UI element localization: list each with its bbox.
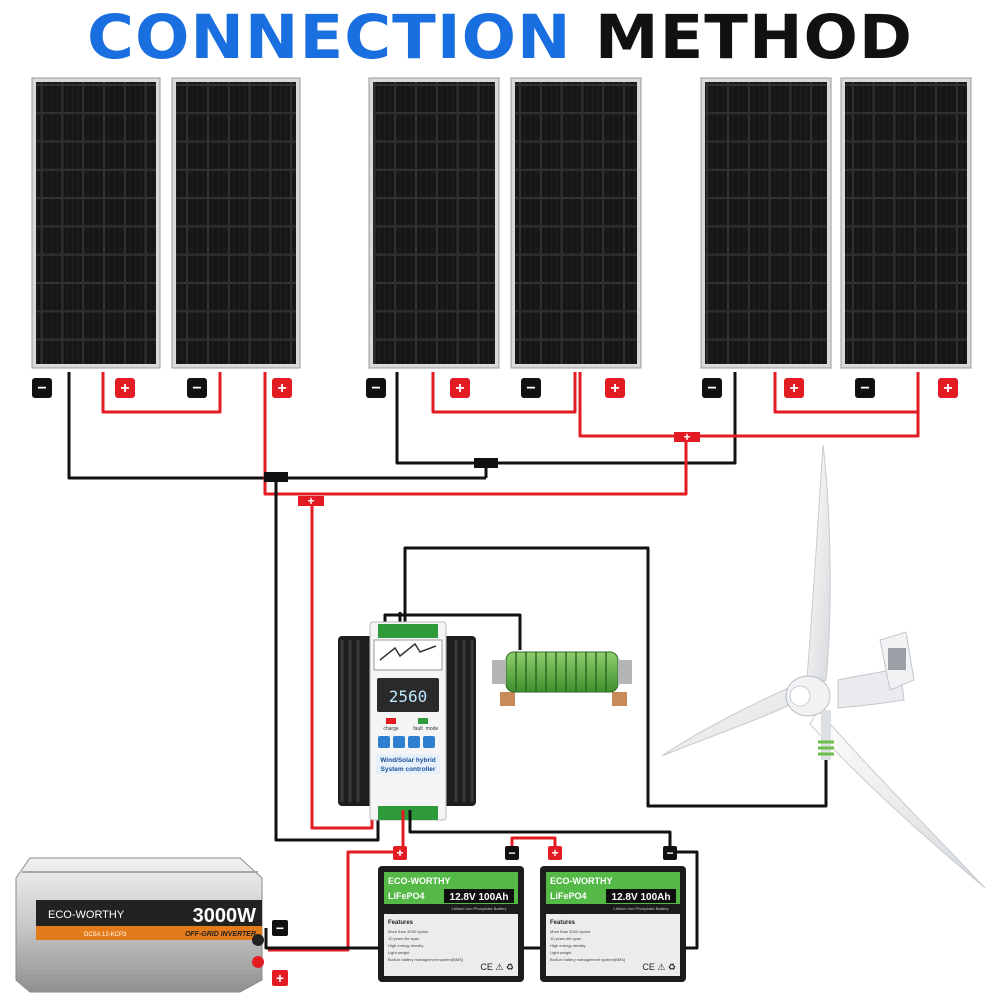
svg-text:+: + (789, 380, 798, 397)
battery-2-negative: − (663, 846, 677, 860)
svg-text:Built-in battery management sy: Built-in battery management system(BMS) (550, 957, 626, 962)
battery-2: ECO-WORTHY LiFePO4 12.8V 100Ah Lithium I… (540, 866, 686, 982)
svg-text:10 years life span: 10 years life span (550, 936, 581, 941)
svg-text:−: − (192, 380, 201, 397)
svg-text:High energy density: High energy density (550, 943, 585, 948)
svg-text:Features: Features (550, 920, 576, 926)
svg-text:More than 3000 cycles: More than 3000 cycles (550, 929, 590, 934)
svg-text:−: − (860, 380, 869, 397)
panel-3-positive: + (450, 378, 470, 398)
inverter: ECO-WORTHY 3000W DCSA 12-KCP3 OFF-GRID I… (15, 857, 264, 993)
battery-wiring (264, 810, 699, 952)
panel-1-negative: − (32, 378, 52, 398)
battery-1-chem: LiFePO4 (388, 891, 425, 901)
battery-1-positive: + (393, 846, 407, 860)
panel-4-negative: − (521, 378, 541, 398)
solar-panel-3 (368, 77, 500, 369)
hybrid-controller: 2560 charge fault mode Wind/Solar hybrid… (338, 621, 476, 821)
solar-panel-2 (171, 77, 301, 369)
panel-4-positive: + (605, 378, 625, 398)
panel-1-positive: + (115, 378, 135, 398)
inverter-terminals: − + (272, 920, 288, 986)
svg-text:Light weight: Light weight (550, 950, 572, 955)
battery-2-brand: ECO-WORTHY (550, 876, 613, 886)
title-word-method: METHOD (594, 2, 914, 74)
inverter-brand: ECO-WORTHY (48, 909, 125, 921)
svg-text:+: + (396, 846, 403, 860)
inverter-positive: + (272, 970, 288, 986)
battery-terminals: + − + − (393, 846, 677, 860)
solar-panel-4 (510, 77, 642, 369)
battery-2-chem: LiFePO4 (550, 891, 587, 901)
svg-text:−: − (37, 380, 46, 397)
svg-text:−: − (508, 846, 515, 860)
panel-6-positive: + (938, 378, 958, 398)
svg-text:−: − (371, 380, 380, 397)
panel-wiring (67, 372, 920, 842)
svg-text:+: + (683, 430, 690, 444)
svg-text:−: − (526, 380, 535, 397)
svg-text:+: + (943, 380, 952, 397)
svg-text:mode: mode (426, 726, 439, 732)
svg-text:More than 3000 cycles: More than 3000 cycles (388, 929, 428, 934)
title-word-connection: CONNECTION (86, 2, 572, 74)
solar-panel-5 (700, 77, 832, 369)
panel-3-negative: − (366, 378, 386, 398)
solar-panel-1 (31, 77, 161, 369)
svg-text:−: − (276, 920, 284, 936)
svg-text:+: + (610, 380, 619, 397)
battery-1: ECO-WORTHY LiFePO4 12.8V 100Ah Lithium I… (378, 866, 524, 982)
svg-text:+: + (277, 380, 286, 397)
battery-1-brand: ECO-WORTHY (388, 876, 451, 886)
battery-2-spec: 12.8V 100Ah (612, 892, 671, 903)
svg-text:+: + (551, 846, 558, 860)
svg-text:CE ⚠ ♻: CE ⚠ ♻ (642, 962, 676, 972)
svg-text:charge: charge (383, 726, 399, 732)
terminal-badges: − + − + − + − + − + − + (32, 378, 958, 398)
svg-text:CE ⚠ ♻: CE ⚠ ♻ (480, 962, 514, 972)
panel-5-negative: − (702, 378, 722, 398)
svg-text:fault: fault (413, 726, 423, 732)
controller-buttons[interactable] (378, 736, 435, 748)
inverter-power: 3000W (193, 905, 256, 927)
svg-text:+: + (276, 970, 284, 986)
svg-text:OFF-GRID INVERTER: OFF-GRID INVERTER (185, 931, 256, 938)
svg-text:Features: Features (388, 920, 414, 926)
svg-text:10 years life span: 10 years life span (388, 936, 419, 941)
svg-text:Built-in battery management sy: Built-in battery management system(BMS) (388, 957, 464, 962)
branch-connectors: + + (264, 430, 700, 508)
svg-text:−: − (666, 846, 673, 860)
inverter-negative: − (272, 920, 288, 936)
svg-text:DCSA 12-KCP3: DCSA 12-KCP3 (84, 932, 127, 938)
svg-text:Light weight: Light weight (388, 950, 410, 955)
panel-5-positive: + (784, 378, 804, 398)
panel-2-negative: − (187, 378, 207, 398)
svg-text:−: − (707, 380, 716, 397)
svg-text:+: + (455, 380, 464, 397)
page-title: CONNECTION METHOD (0, 4, 1000, 72)
controller-name-line1: Wind/Solar hybrid (380, 757, 436, 764)
panel-2-positive: + (272, 378, 292, 398)
panel-6-negative: − (855, 378, 875, 398)
svg-text:High energy density: High energy density (388, 943, 423, 948)
battery-2-positive: + (548, 846, 562, 860)
svg-text:Lithium Iron Phosphate Battery: Lithium Iron Phosphate Battery (614, 906, 669, 911)
svg-text:+: + (120, 380, 129, 397)
wind-turbine (661, 444, 986, 889)
battery-1-negative: − (505, 846, 519, 860)
controller-display: 2560 (389, 687, 428, 706)
dump-load-resistor (492, 651, 632, 706)
controller-name-line2: System controller (381, 766, 436, 773)
svg-text:Lithium Iron Phosphate Battery: Lithium Iron Phosphate Battery (452, 906, 507, 911)
battery-1-spec: 12.8V 100Ah (450, 892, 509, 903)
svg-text:+: + (307, 494, 314, 508)
solar-panel-6 (840, 77, 972, 369)
